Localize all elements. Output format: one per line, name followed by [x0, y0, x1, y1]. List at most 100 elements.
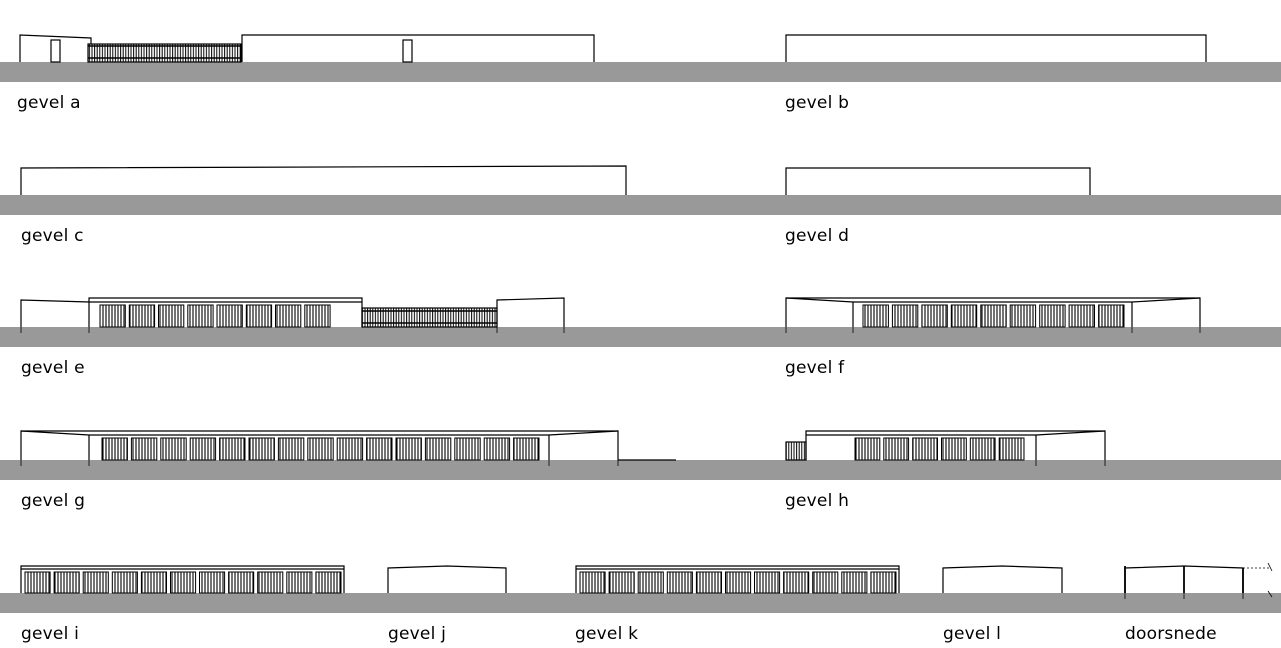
garage-door: [941, 437, 967, 461]
garage-door: [315, 571, 342, 594]
garage-door: [695, 571, 723, 594]
garage-door: [969, 437, 996, 461]
garage-door: [1068, 304, 1095, 328]
garage-door: [950, 304, 978, 328]
section-view: [1124, 562, 1273, 598]
garage-door: [754, 571, 781, 594]
garage-door: [216, 304, 243, 328]
garage-door: [912, 437, 939, 461]
garage-door: [248, 437, 275, 461]
garage-door: [454, 437, 481, 461]
label-doorsnede: doorsnede: [1125, 624, 1217, 644]
elevation-g: [20, 430, 676, 461]
garage-doors: [24, 571, 342, 594]
garage-door: [160, 437, 187, 461]
label-gevel-b: gevel b: [785, 93, 850, 113]
garage-door: [870, 571, 897, 594]
label-gevel-f: gevel f: [785, 358, 845, 378]
label-gevel-h: gevel h: [785, 491, 850, 511]
fence: [785, 441, 807, 461]
garage-door: [891, 304, 919, 328]
door-outline: [402, 39, 413, 63]
garage-door: [286, 571, 313, 594]
garage-doors: [579, 571, 897, 594]
elevation-c: [20, 165, 627, 195]
garage-door: [862, 304, 889, 328]
garage-door: [24, 571, 51, 594]
ground-row-3: [0, 327, 1281, 347]
label-gevel-j: gevel j: [388, 624, 447, 644]
label-gevel-l: gevel l: [943, 624, 1002, 644]
garage-door: [336, 437, 364, 461]
garage-doors: [854, 437, 1025, 461]
garage-door: [228, 571, 255, 594]
garage-door: [140, 571, 167, 594]
garage-door: [257, 571, 284, 594]
garage-door: [189, 437, 217, 461]
garage-door: [1098, 304, 1125, 328]
garage-door: [883, 437, 910, 461]
garage-door: [921, 304, 948, 328]
garage-door: [513, 437, 540, 461]
label-gevel-a: gevel a: [17, 93, 81, 113]
ground-row-1: [0, 62, 1281, 82]
ground-row-4: [0, 460, 1281, 480]
garage-door: [841, 571, 868, 594]
label-gevel-g: gevel g: [21, 491, 86, 511]
garage-door: [1039, 304, 1066, 328]
garage-doors: [862, 304, 1125, 328]
garage-door: [483, 437, 511, 461]
garage-door: [128, 304, 156, 328]
garage-door: [130, 437, 158, 461]
garage-door: [170, 571, 197, 594]
garage-door: [980, 304, 1007, 328]
garage-door: [307, 437, 334, 461]
garage-door: [637, 571, 664, 594]
garage-door: [99, 304, 126, 328]
foot-ticks: [20, 327, 1244, 599]
garage-door: [304, 304, 331, 328]
garage-doors: [101, 437, 540, 461]
garage-door: [101, 437, 128, 461]
garage-door: [1009, 304, 1037, 328]
ground-strips: [0, 62, 1281, 613]
garage-door: [245, 304, 273, 328]
garage-door: [277, 437, 305, 461]
garage-door: [219, 437, 246, 461]
elevation-i: [20, 565, 345, 594]
garage-door: [424, 437, 452, 461]
garage-door: [608, 571, 635, 594]
elevation-j: [387, 565, 507, 593]
garage-door: [725, 571, 752, 594]
garage-door: [783, 571, 810, 594]
elevation-f: [785, 297, 1201, 328]
garage-door: [111, 571, 138, 594]
garage-door: [579, 571, 606, 594]
garage-door: [199, 571, 226, 594]
garage-door: [187, 304, 214, 328]
label-gevel-c: gevel c: [21, 226, 84, 246]
garage-door: [998, 437, 1025, 461]
elevation-l: [942, 565, 1063, 593]
elevation-d: [785, 167, 1091, 195]
label-gevel-i: gevel i: [21, 624, 80, 644]
garage-door: [854, 437, 881, 461]
garage-door: [366, 437, 393, 461]
label-gevel-e: gevel e: [21, 358, 85, 378]
elevation-b: [785, 34, 1207, 62]
elevation-e: [20, 297, 565, 328]
ground-row-5: [0, 593, 1281, 613]
garage-door: [53, 571, 80, 594]
garage-door: [666, 571, 693, 594]
garage-door: [82, 571, 109, 594]
garage-doors: [99, 304, 331, 328]
door-outline: [50, 39, 61, 63]
garage-door: [158, 304, 185, 328]
garage-door: [812, 571, 839, 594]
garage-door: [395, 437, 422, 461]
label-gevel-k: gevel k: [575, 624, 639, 644]
garage-door: [275, 304, 302, 328]
elevation-a: [19, 34, 595, 63]
elevation-k: [575, 565, 900, 594]
